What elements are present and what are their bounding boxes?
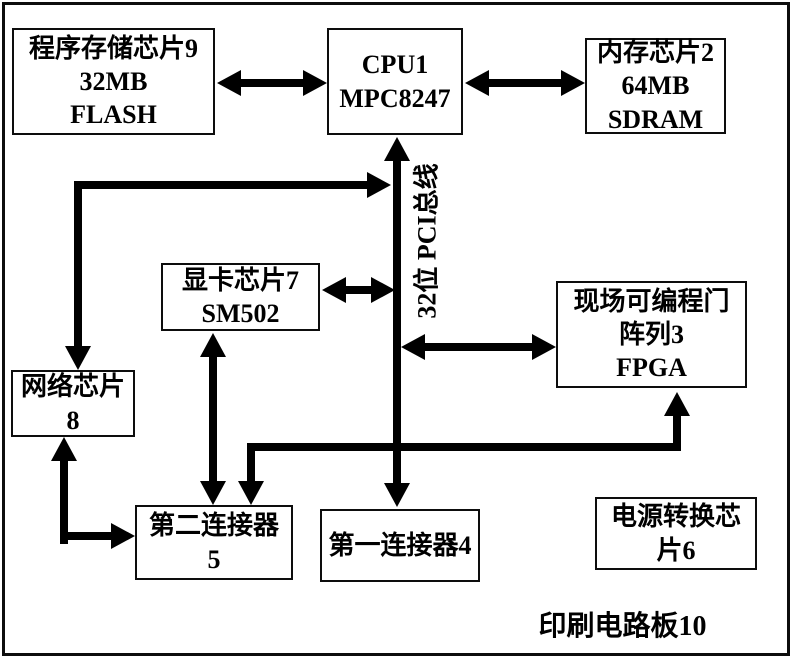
bus-arrowhead-to-connector-1 [384,483,410,507]
arrow-gpu-connector-2 [209,355,217,483]
arrow-bus-fpga [423,343,534,351]
arrowhead-to-connector-2-from-fpga [238,481,264,505]
arrowhead-to-cpu [303,70,327,96]
bus-arrowhead-to-cpu [384,137,410,161]
block-label-line: SDRAM [607,104,704,134]
arrowhead-to-network-bottom [51,437,77,461]
block-label-line: 8 [66,405,80,435]
block-label-line: 现场可编程门 [573,286,730,316]
pci-bus-line [393,159,401,485]
block-connector-2: 第二连接器 5 [135,505,293,580]
arrow-network-connector-2-vertical [60,459,68,544]
arrowhead-to-gpu-bottom [200,333,226,357]
arrowhead-to-flash [217,70,241,96]
arrowhead-to-network-top [65,346,91,370]
block-cpu: CPU1 MPC8247 [327,28,463,135]
arrowhead-to-cpu-right [465,70,489,96]
block-label-line: 内存芯片2 [596,38,714,68]
arrow-gpu-bus [344,286,373,294]
block-power-chip: 电源转换芯 片6 [595,497,757,570]
block-connector-1: 第一连接器4 [320,509,480,582]
arrow-fpga-connector-2-vertical-left [247,451,255,483]
arrow-fpga-connector-2-vertical-right [673,414,681,451]
block-label-line: 显卡芯片7 [181,265,299,295]
block-label-line: 阵列3 [618,319,684,349]
block-label-line: 第一连接器4 [328,530,472,560]
arrowhead-to-gpu [322,277,346,303]
block-memory-sdram: 内存芯片2 64MB SDRAM [585,38,726,134]
block-label-line: MPC8247 [339,83,451,113]
block-program-flash: 程序存储芯片9 32MB FLASH [12,28,215,135]
block-gpu: 显卡芯片7 SM502 [161,263,320,331]
block-label-line: 5 [207,544,221,574]
arrowhead-to-fpga [532,334,556,360]
arrow-flash-cpu [239,79,305,87]
block-label-line: 64MB [621,71,690,101]
block-label-line: FLASH [70,100,157,130]
arrowhead-to-connector-2-left [111,523,135,549]
arrowhead-to-connector-2-top [200,481,226,505]
arrowhead-to-ram [561,70,585,96]
arrowhead-to-fpga-bottom [664,392,690,416]
block-label-line: FPGA [616,353,687,383]
block-label-line: 网络芯片 [20,372,125,402]
arrow-fpga-connector-2-horizontal [247,443,681,451]
block-label-line: 32MB [79,66,148,96]
arrow-bus-network-vertical [74,181,82,346]
block-label-line: 第二连接器 [148,511,279,541]
block-label-line: SM502 [201,299,280,328]
arrowhead-to-bus-from-gpu [371,277,395,303]
arrow-network-connector-2-horizontal [60,532,113,540]
block-label-line: 程序存储芯片9 [28,33,198,63]
arrowhead-to-bus-left [367,172,391,198]
pci-bus-label: 32位 PCI总线 [412,163,442,319]
block-label-line: CPU1 [361,50,429,80]
arrow-cpu-ram [487,79,563,87]
pcb-board-label: 印刷电路板10 [538,611,707,642]
block-label-line: 电源转换芯 [610,502,741,532]
arrow-bus-network-horizontal [74,181,368,189]
block-fpga: 现场可编程门 阵列3 FPGA [556,281,747,388]
arrowhead-to-bus-from-fpga [401,334,425,360]
block-network-chip: 网络芯片 8 [11,370,135,437]
block-label-line: 片6 [656,535,696,565]
